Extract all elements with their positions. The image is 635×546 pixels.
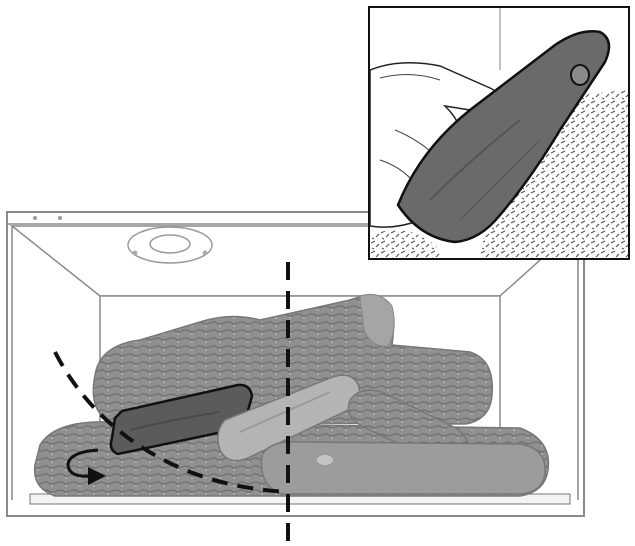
inset-panel <box>369 7 629 259</box>
bottom-center-log <box>261 442 545 494</box>
burner-vent-icon <box>128 227 212 263</box>
